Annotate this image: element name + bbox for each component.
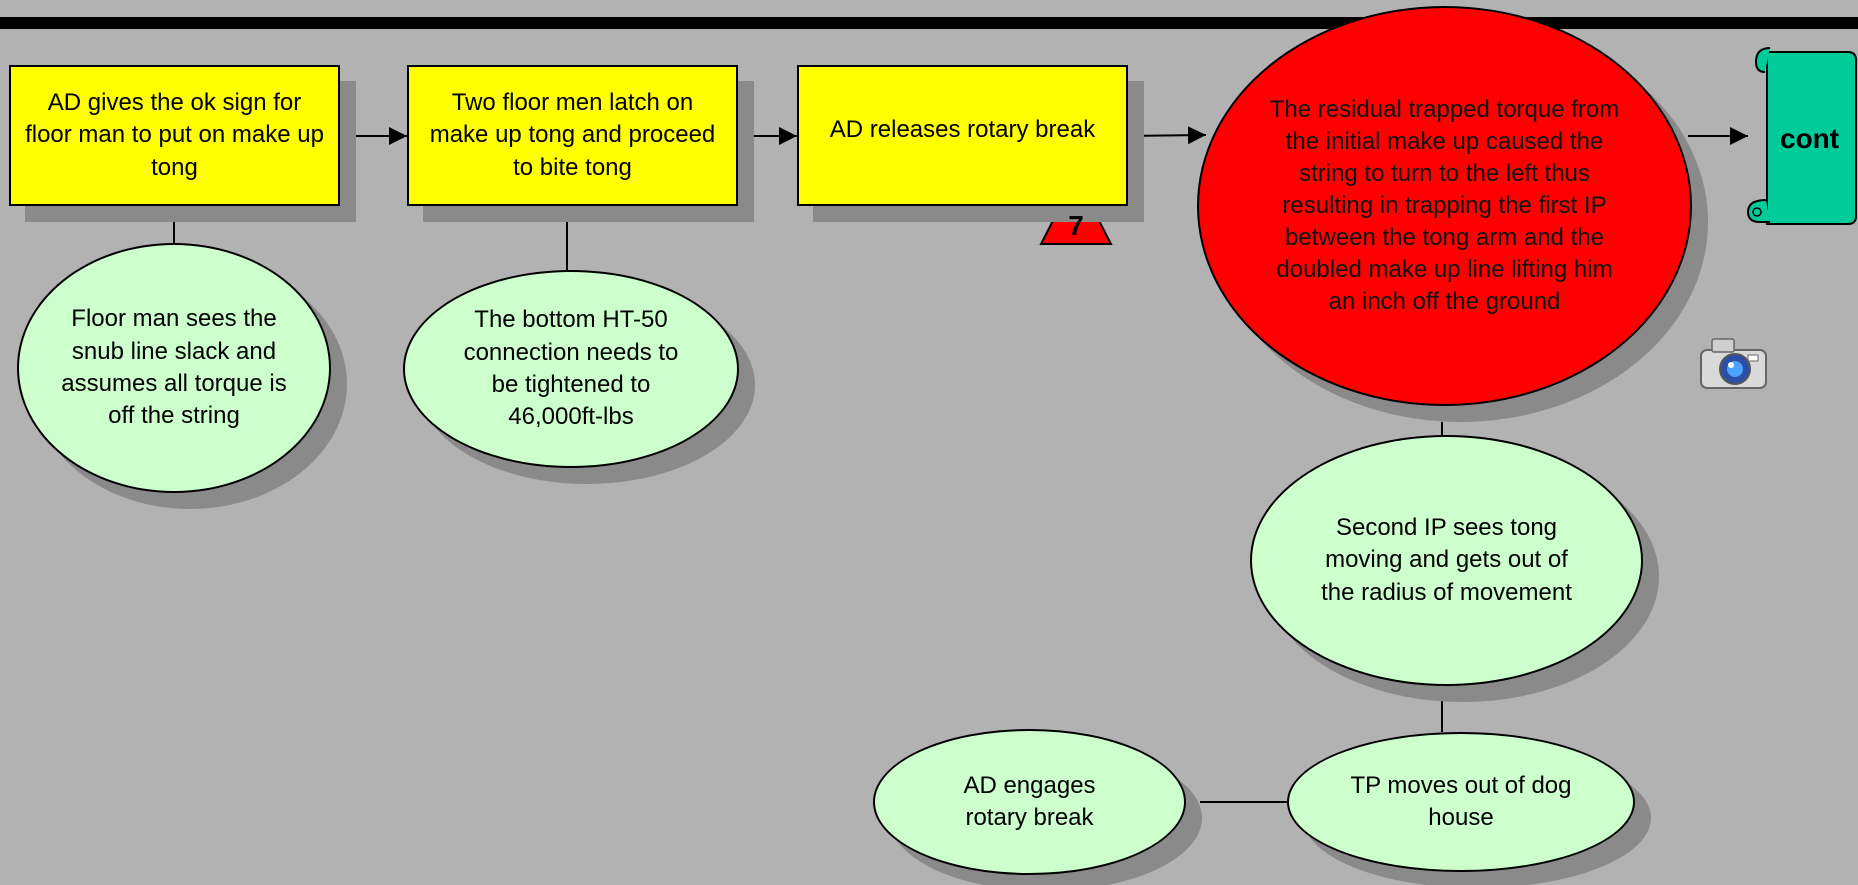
condition-ellipse-4[interactable]: TP moves out of dog house bbox=[1287, 732, 1635, 872]
condition-ellipse-5[interactable]: AD engages rotary break bbox=[873, 729, 1186, 875]
condition-ellipse-1[interactable]: Floor man sees the snub line slack and a… bbox=[17, 243, 331, 493]
condition-ellipse-3[interactable]: Second IP sees tong moving and gets out … bbox=[1250, 435, 1643, 686]
action-box-step-3[interactable]: AD releases rotary break bbox=[797, 65, 1128, 206]
event-ellipse[interactable]: The residual trapped torque from the ini… bbox=[1197, 6, 1692, 406]
warning-badge-number: 7 bbox=[1068, 210, 1084, 241]
action-box-step-2[interactable]: Two floor men latch on make up tong and … bbox=[407, 65, 738, 206]
scroll-icon[interactable] bbox=[1746, 47, 1857, 225]
warning-triangle-icon bbox=[1039, 173, 1113, 245]
arrow-step3-event bbox=[1127, 126, 1207, 145]
camera-icon[interactable] bbox=[1700, 338, 1767, 389]
continuation-label[interactable]: cont bbox=[1780, 123, 1840, 154]
condition-ellipse-2[interactable]: The bottom HT-50 connection needs to be … bbox=[403, 270, 739, 468]
action-box-step-1[interactable]: AD gives the ok sign for floor man to pu… bbox=[9, 65, 340, 206]
